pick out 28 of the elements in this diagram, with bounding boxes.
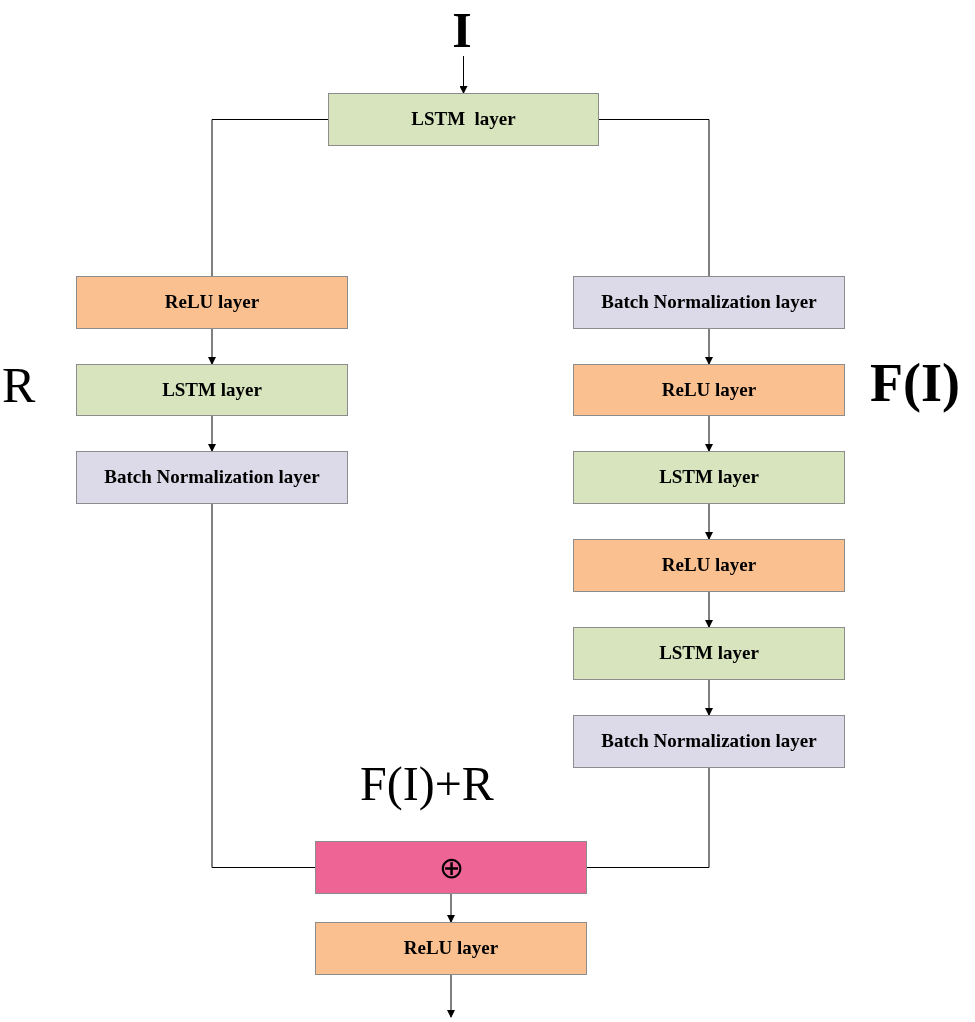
arrow [208, 328, 216, 365]
connector-line [211, 503, 316, 868]
input-label: I [437, 4, 487, 56]
layer-box: Batch Normalization layer [573, 715, 845, 768]
arrow [705, 591, 713, 628]
layer-box: ⊕ [315, 841, 587, 894]
layer-box: LSTM layer [573, 451, 845, 504]
layer-box: ReLU layer [573, 539, 845, 592]
layer-box: ReLU layer [76, 276, 348, 329]
arrow [705, 679, 713, 716]
layer-box: ReLU layer [573, 364, 845, 416]
arrow [705, 503, 713, 540]
layer-box: LSTM layer [76, 364, 348, 416]
branch-label: R [2, 360, 36, 410]
layer-box: LSTM layer [328, 93, 599, 146]
connector-line [211, 119, 329, 277]
connector-line [586, 767, 710, 868]
layer-box: Batch Normalization layer [76, 451, 348, 504]
arrow [459, 55, 468, 94]
arrow [208, 415, 216, 452]
arrow [705, 328, 713, 365]
layer-box: Batch Normalization layer [573, 276, 845, 329]
arrow [447, 974, 455, 1018]
connector-line [598, 119, 710, 277]
arrow [447, 893, 455, 923]
arrow [705, 415, 713, 452]
layer-box: LSTM layer [573, 627, 845, 680]
layer-box: ReLU layer [315, 922, 587, 975]
